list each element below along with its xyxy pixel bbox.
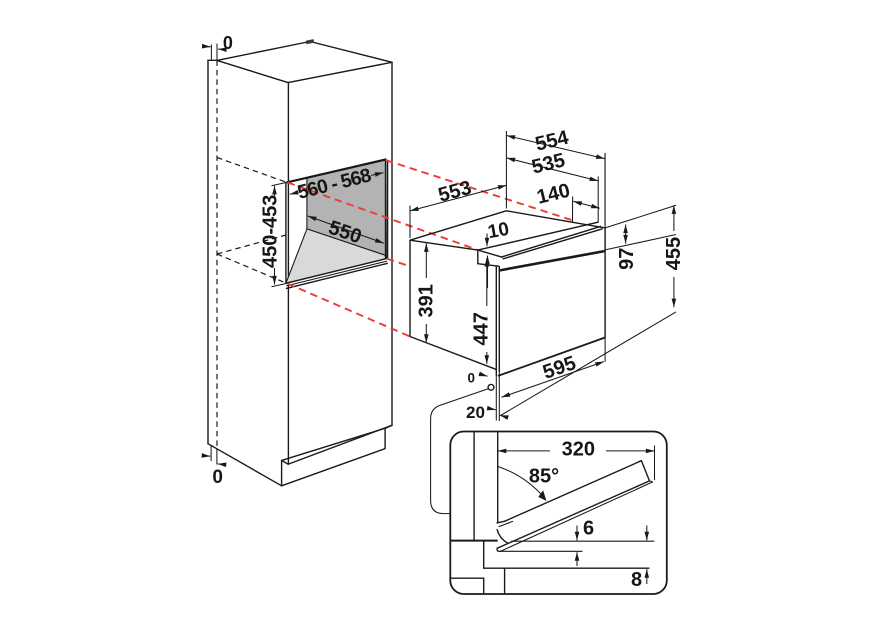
svg-text:85°: 85° xyxy=(529,466,559,488)
svg-text:0: 0 xyxy=(467,370,475,385)
svg-text:0: 0 xyxy=(223,33,233,53)
svg-text:10: 10 xyxy=(486,219,510,243)
svg-text:447: 447 xyxy=(470,312,492,345)
svg-text:20: 20 xyxy=(466,403,485,422)
svg-text:455: 455 xyxy=(663,237,685,270)
svg-text:8: 8 xyxy=(631,569,642,591)
svg-text:450-453: 450-453 xyxy=(260,195,282,268)
svg-text:320: 320 xyxy=(562,438,595,460)
svg-text:97: 97 xyxy=(616,248,638,270)
svg-text:391: 391 xyxy=(415,284,437,317)
svg-text:6: 6 xyxy=(583,518,594,540)
svg-text:0: 0 xyxy=(212,467,223,488)
